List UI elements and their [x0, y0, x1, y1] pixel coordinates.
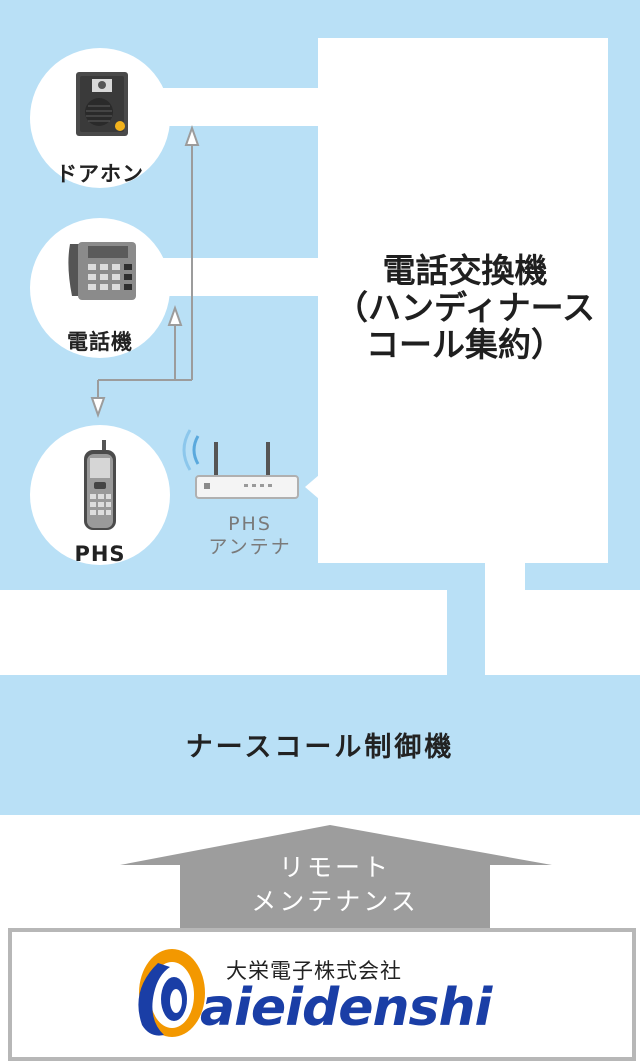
- telephone-label: 電話機: [67, 330, 133, 354]
- exchange-subtitle-line1: （ハンディナース: [334, 288, 596, 327]
- phs-antenna-icon: [182, 429, 299, 499]
- phs-label: PHS: [74, 542, 126, 566]
- exchange-subtitle-line2: コール集約）: [366, 325, 564, 364]
- remote-maintenance-arrow: [120, 825, 552, 928]
- connector-left: [447, 590, 485, 675]
- company-name-jp: 大栄電子株式会社: [226, 959, 402, 983]
- arrow-to-door-phone: [184, 124, 200, 146]
- company-logo-icon: [138, 949, 205, 1037]
- exchange-connector: [485, 563, 525, 675]
- company-box: [8, 928, 636, 1061]
- arrow-to-telephone: [167, 304, 183, 326]
- remote-label-line1: リモート: [278, 853, 391, 882]
- door-phone-label: ドアホン: [56, 162, 144, 186]
- exchange-pointer: [305, 475, 319, 499]
- telephone-link: [150, 258, 320, 296]
- transfer-arrows: [90, 124, 200, 419]
- company-logo-text: aieidenshi: [200, 978, 492, 1038]
- phs-handset-icon: [84, 440, 116, 530]
- nurse-call-controller-label: ナースコール制御機: [185, 732, 455, 763]
- telephone-icon: [68, 242, 136, 300]
- door-phone-icon: [76, 72, 128, 136]
- arrow-to-phs: [90, 397, 106, 419]
- antenna-label-line1: PHS: [228, 513, 272, 535]
- antenna-label-line2: アンテナ: [208, 536, 292, 558]
- nurse-call-band: [0, 675, 640, 815]
- exchange-title: 電話交換機: [382, 251, 548, 290]
- door-phone-link: [150, 88, 320, 126]
- phone-exchange-box: [318, 38, 608, 563]
- remote-label-line2: メンテナンス: [251, 887, 419, 916]
